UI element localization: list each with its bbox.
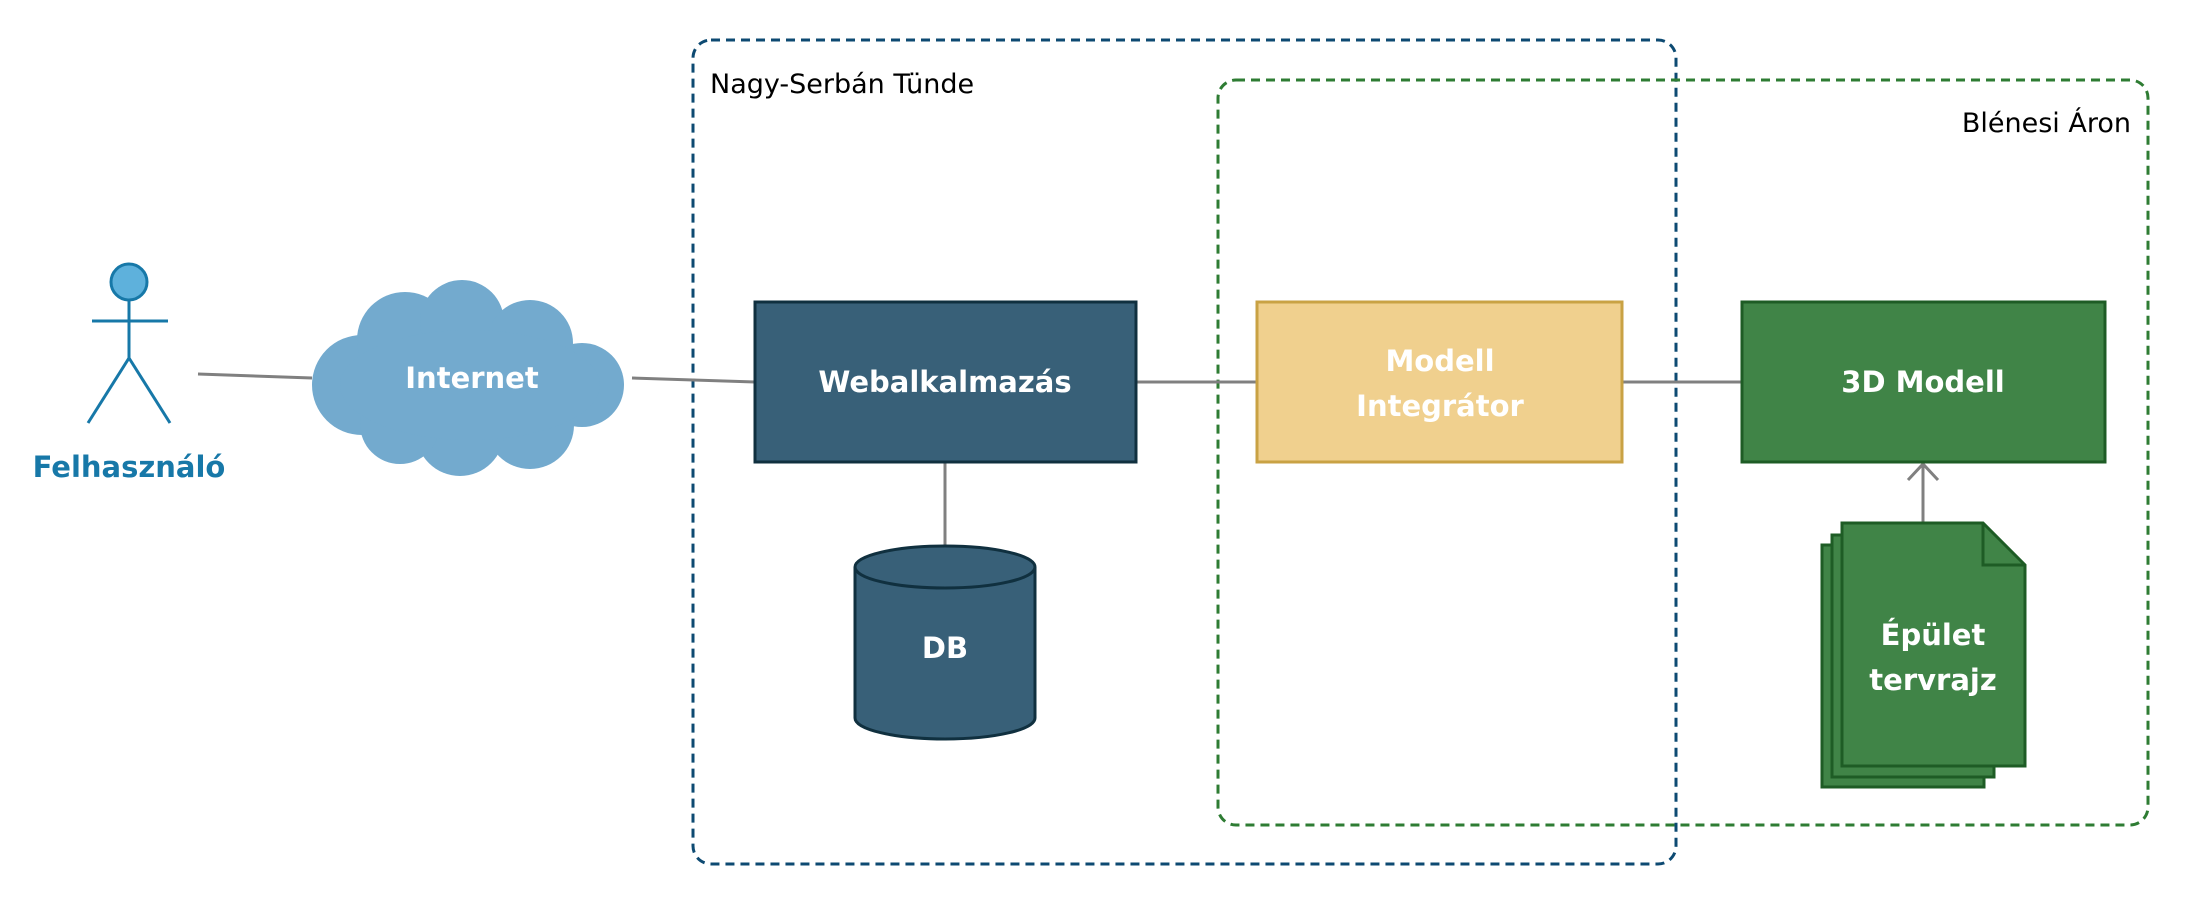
group-tunde-boundary (691, 38, 1678, 866)
webapp-box (753, 300, 1138, 464)
group-tunde-label: Nagy-Serbán Tünde (710, 69, 974, 100)
cloud-icon (312, 280, 624, 476)
integrator-label-line1: Modell (1385, 344, 1494, 378)
integrator-label-line2: Integrátor (1356, 389, 1524, 423)
cloud-label: Internet (405, 361, 539, 395)
group-aron-label: Blénesi Áron (1962, 107, 2131, 139)
actor-label: Felhasználó (33, 450, 226, 484)
arrow-head (1906, 461, 1940, 482)
database-icon (853, 544, 1037, 741)
model3d-label: 3D Modell (1841, 365, 2004, 399)
integrator-box (1255, 300, 1624, 464)
connectors (197, 372, 1940, 545)
webapp-label: Webalkalmazás (818, 365, 1071, 399)
document-stack-icon (1820, 521, 2027, 789)
connector-internet-webapp (631, 376, 756, 384)
blueprint-label-line2: tervrajz (1869, 663, 1996, 697)
blueprint-label-line1: Épület (1881, 618, 1986, 652)
model3d-box (1740, 300, 2107, 464)
connector-user-internet (197, 372, 313, 380)
db-label: DB (922, 631, 968, 665)
person-icon (86, 262, 172, 424)
group-aron-boundary (1216, 78, 2150, 827)
